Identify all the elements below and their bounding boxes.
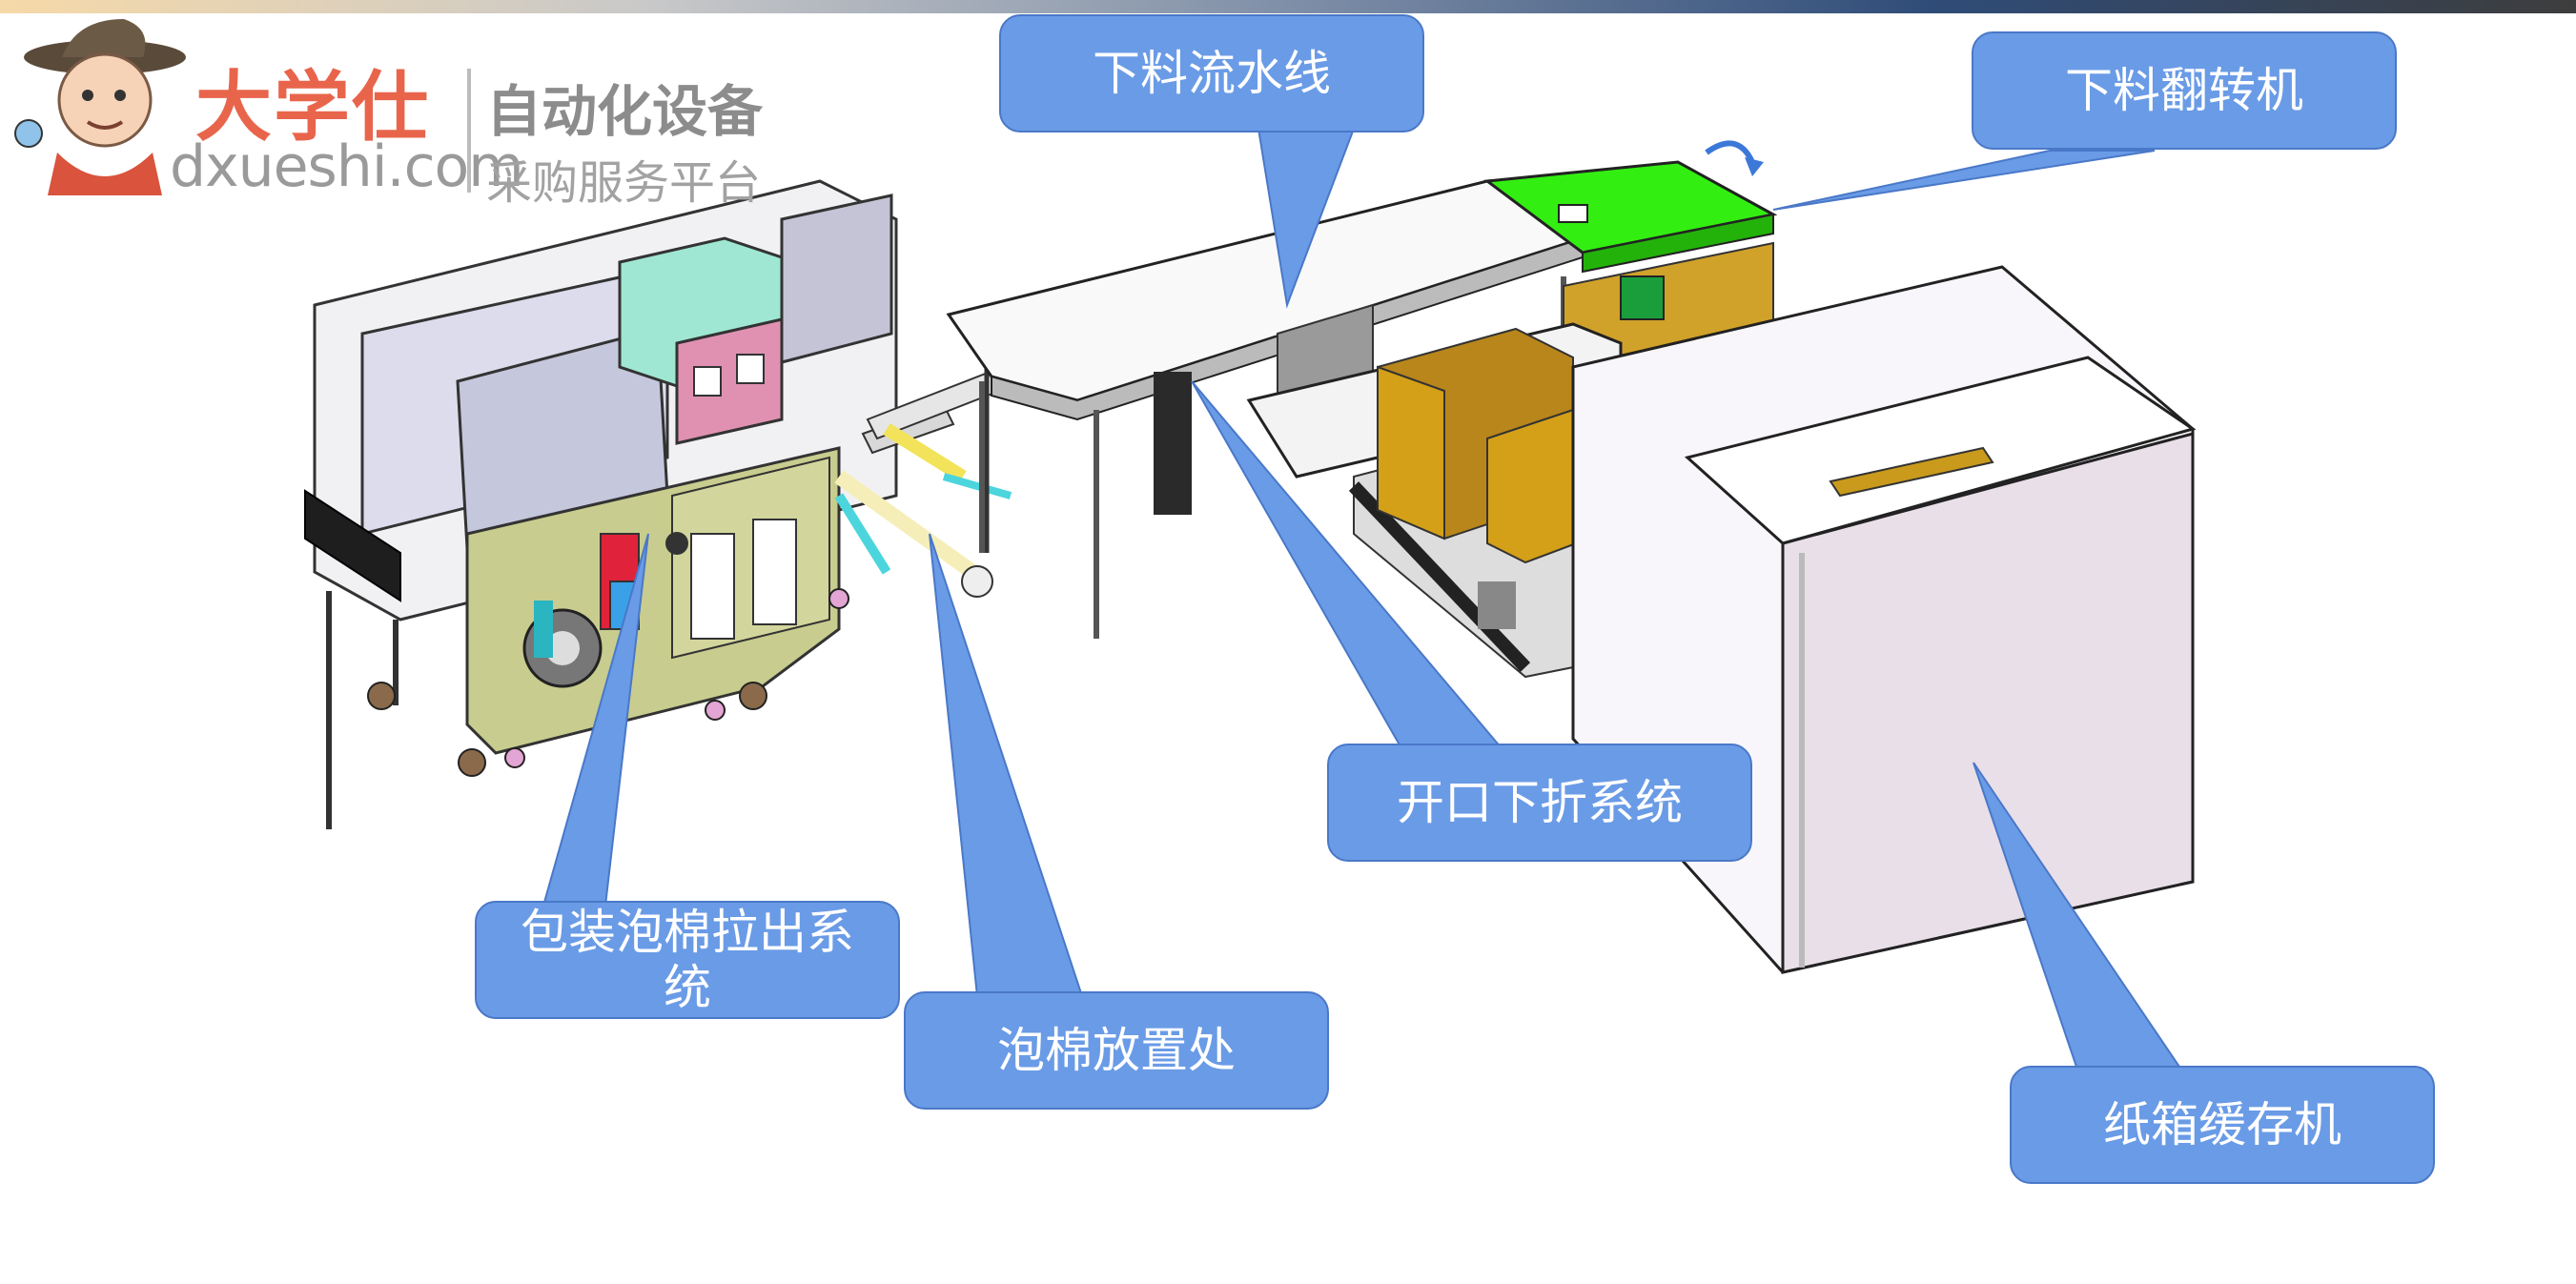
callout-foam-storage: 泡棉放置处 <box>904 991 1329 1110</box>
brand-name-cn: 大学仕 <box>195 63 430 152</box>
discharge-flipper <box>1483 140 1778 369</box>
callout-discharge-line: 下料流水线 <box>999 14 1424 132</box>
brand-domain: dxueshi.com <box>170 133 524 200</box>
logo-divider <box>467 69 471 193</box>
callout-carton-buffer: 纸箱缓存机 <box>2010 1066 2435 1184</box>
callout-flap-fold-system: 开口下折系统 <box>1327 744 1752 862</box>
carton-buffer-cabinet <box>1571 265 2197 974</box>
tagline-equipment: 自动化设备 <box>486 79 764 144</box>
callout-discharge-flipper: 下料翻转机 <box>1972 31 2397 150</box>
callout-foam-pull-system: 包装泡棉拉出系统 <box>475 901 900 1019</box>
top-gradient-bar <box>0 0 2576 13</box>
foam-pull-machine <box>304 179 898 829</box>
tagline-platform: 采购服务平台 <box>486 156 762 210</box>
pointer-foam-storage <box>929 533 1084 997</box>
pointer-discharge-flipper <box>1772 150 2156 211</box>
callout-pointers <box>542 128 2185 1073</box>
mascot-icon <box>14 19 186 195</box>
dxueshi-logo: 大学仕 dxueshi.com 自动化设备 采购服务平台 <box>0 10 801 210</box>
